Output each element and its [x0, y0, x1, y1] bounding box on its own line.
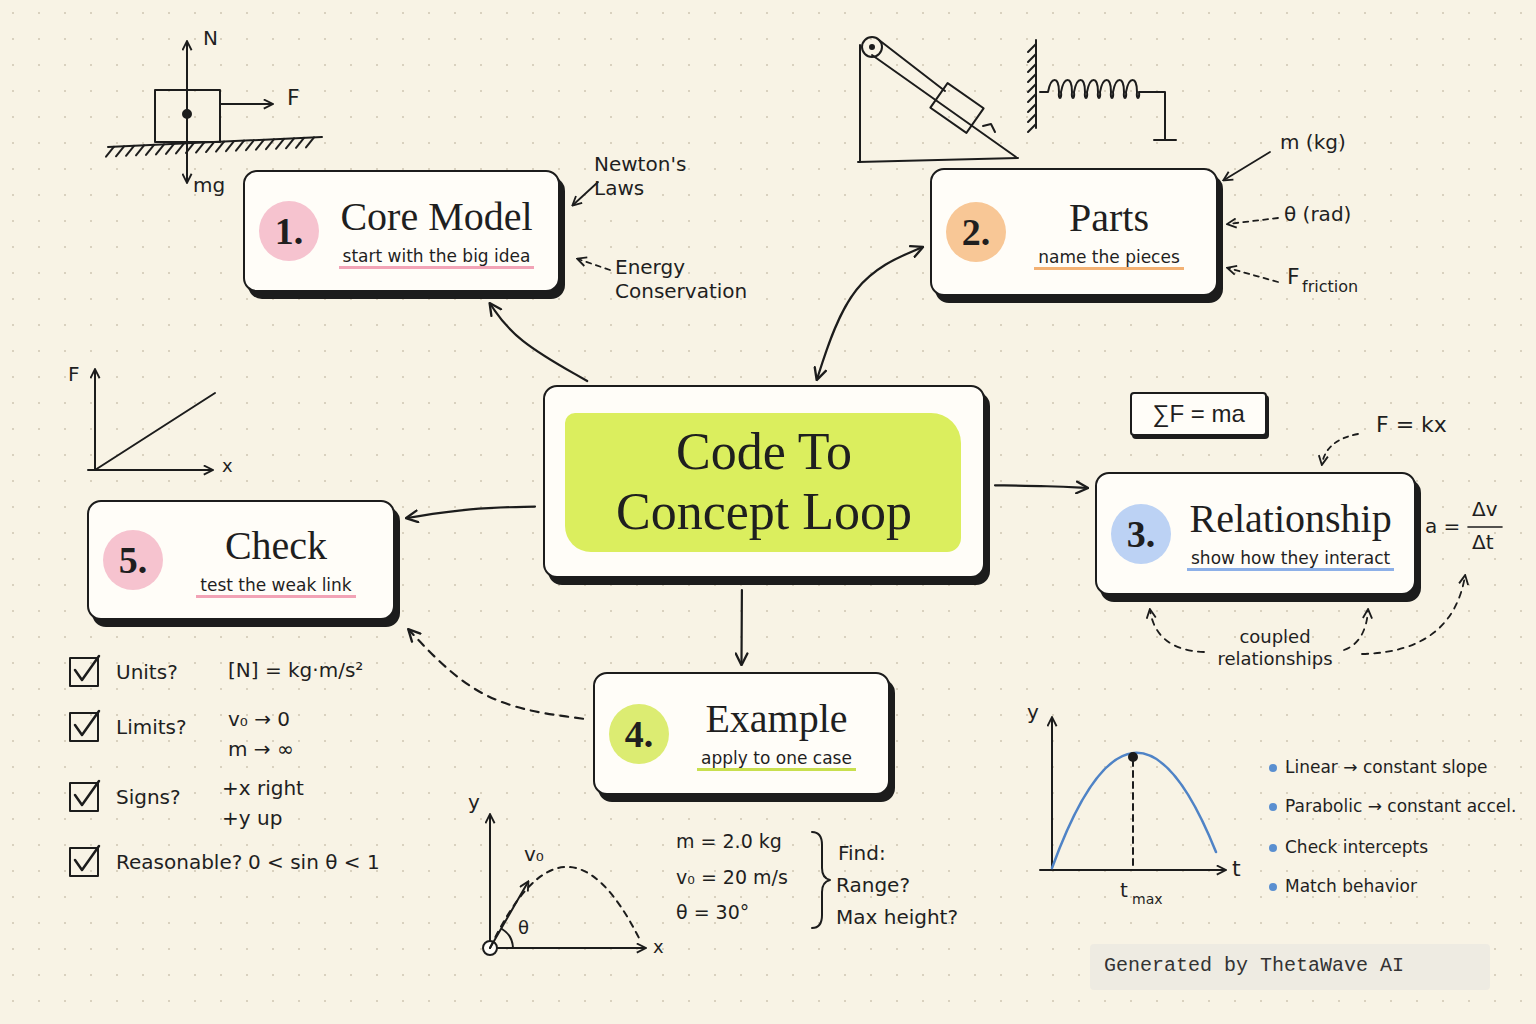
annotation-label: Δt	[1472, 530, 1494, 554]
annotation-label: F	[1287, 264, 1300, 290]
step-number: 4.	[609, 704, 669, 764]
step-subtitle: test the weak link	[196, 575, 355, 598]
annotation-label: x	[222, 455, 233, 477]
annotation-label: t	[1232, 856, 1241, 882]
annotation-label: F = kx	[1376, 412, 1447, 438]
annotation-label: v₀ → 0	[228, 707, 290, 731]
annotation-label: v₀ = 20 m/s	[676, 866, 788, 889]
annotation-label: m → ∞	[228, 737, 294, 761]
connector-arrow	[995, 485, 1087, 488]
annotation-label: Δv	[1472, 497, 1498, 521]
annotation-label: t	[1120, 878, 1128, 902]
watermark-panel	[1090, 944, 1490, 990]
annotation-label: Newton's Laws	[594, 152, 704, 200]
annotation-label: 0 < sin θ < 1	[248, 850, 380, 874]
annotation-label: θ = 30°	[676, 901, 749, 924]
step-box: 3. Relationship show how they interact	[1095, 472, 1416, 595]
annotation-label: θ	[518, 917, 529, 939]
connector-arrow	[490, 304, 587, 381]
annotation-label: F	[287, 85, 300, 111]
annotation-label: friction	[1302, 277, 1358, 296]
annotation-label: Reasonable?	[116, 850, 242, 874]
bullet-dots	[1269, 764, 1277, 891]
annotation-label: +x right	[222, 776, 304, 800]
watermark: Generated by ThetaWave AI	[1104, 954, 1404, 978]
annotation-label: x	[653, 936, 664, 958]
position-time-graph	[1040, 718, 1225, 870]
annotation-label: θ (rad)	[1284, 202, 1351, 226]
connector-arrow	[409, 630, 583, 719]
annotation-label: m = 2.0 kg	[676, 830, 782, 853]
step-box: 1. Core Model start with the big idea	[243, 170, 560, 292]
annotation-label: v₀	[524, 842, 544, 866]
formula-box: ∑F = ma	[1130, 392, 1267, 436]
free-body-diagram	[106, 42, 322, 182]
annotation-label: max	[1132, 891, 1163, 908]
annotation-label: y	[468, 790, 480, 814]
projectile-sketch	[483, 815, 830, 955]
annotation-label: Linear → constant slope	[1285, 757, 1487, 777]
step-subtitle: apply to one case	[697, 748, 856, 771]
force-graph	[88, 370, 215, 470]
connector-arrow	[407, 507, 535, 518]
step-box: 2. Parts name the pieces	[930, 168, 1218, 296]
annotation-label: Match behavior	[1285, 876, 1417, 896]
annotation-label: Signs?	[116, 785, 181, 809]
annotation-label: F	[68, 362, 80, 386]
step-subtitle: show how they interact	[1187, 548, 1394, 571]
connector-arrow	[740, 590, 743, 664]
annotation-label: m (kg)	[1280, 130, 1346, 154]
annotation-label: Max height?	[836, 905, 958, 929]
central-title: Code To Concept Loop	[599, 422, 929, 542]
annotation-label: a =	[1425, 514, 1460, 538]
annotation-label: N	[203, 26, 218, 50]
step-number: 3.	[1111, 504, 1171, 564]
step-subtitle: name the pieces	[1034, 247, 1184, 270]
annotation-label: Range?	[836, 873, 910, 897]
central-topic-box: Code To Concept Loop	[543, 385, 985, 578]
annotation-label: [N] = kg·m/s²	[228, 658, 363, 682]
annotation-label: mg	[193, 173, 225, 197]
step-title: Parts	[1069, 195, 1149, 241]
spring-wall	[1028, 40, 1176, 140]
annotation-label: coupled relationships	[1200, 626, 1350, 669]
step-box: 4. Example apply to one case	[593, 672, 890, 795]
annotation-label: Check intercepts	[1285, 837, 1428, 857]
annotation-label: Find:	[838, 841, 886, 865]
step-number: 5.	[103, 530, 163, 590]
step-title: Check	[225, 523, 327, 569]
step-number: 1.	[259, 201, 319, 261]
annotation-label: Units?	[116, 660, 178, 684]
step-title: Core Model	[340, 194, 532, 240]
annotation-label: Energy Conservation	[615, 255, 745, 303]
formula-text: ∑F = ma	[1152, 400, 1244, 428]
checkboxes	[70, 656, 99, 876]
incline-pulley	[858, 37, 1018, 162]
step-title: Relationship	[1190, 496, 1392, 542]
annotation-label: Parabolic → constant accel.	[1285, 796, 1516, 816]
step-box: 5. Check test the weak link	[87, 500, 395, 620]
step-number: 2.	[946, 202, 1006, 262]
annotation-label: y	[1027, 700, 1039, 724]
connector-arrow	[817, 247, 922, 379]
step-title: Example	[705, 696, 847, 742]
annotation-label: Limits?	[116, 715, 187, 739]
step-subtitle: start with the big idea	[339, 246, 535, 269]
annotation-label: +y up	[222, 806, 282, 830]
